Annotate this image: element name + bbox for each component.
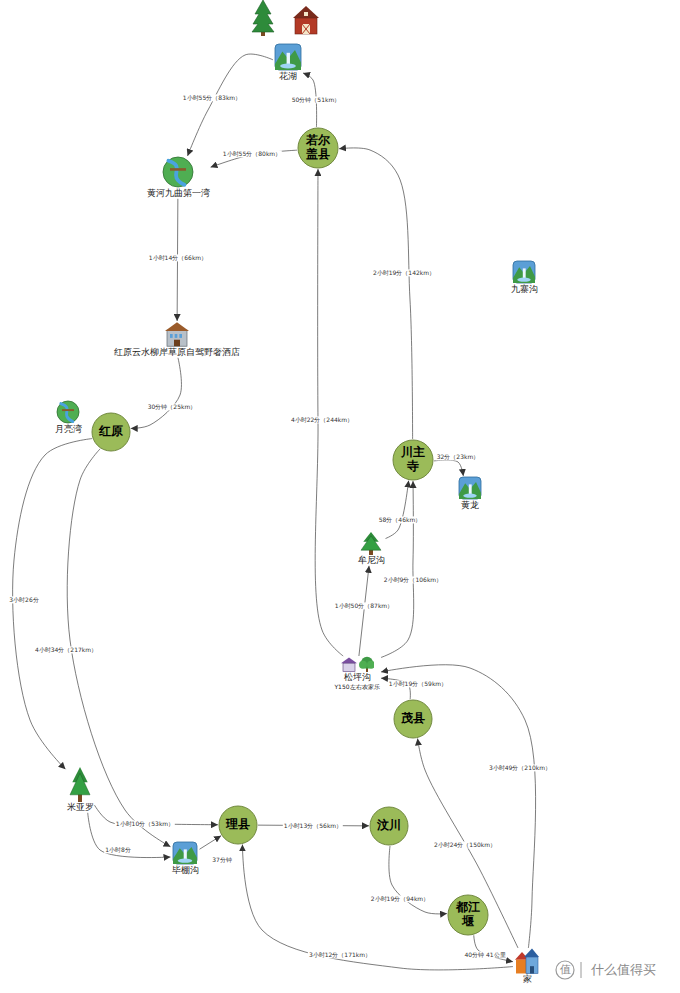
travel-time: 2小时19分（142km）: [372, 269, 436, 276]
travel-time: 4小时22分（244km）: [290, 416, 354, 423]
tree-icon: [69, 766, 91, 802]
place-name: 松坪沟: [344, 672, 371, 683]
travel-time: 2小时24分（150km）: [433, 841, 497, 848]
place-name: 家: [523, 974, 532, 985]
route-arrow: [434, 460, 463, 476]
place-marker: 花湖: [273, 43, 303, 82]
travel-time: 1小时13分（56km）: [283, 822, 343, 829]
house-icon: [340, 656, 374, 672]
place-marker: 黄河九曲第一湾: [146, 156, 211, 199]
travel-time: 2小时9分（106km）: [383, 576, 443, 583]
route-arrow: [386, 481, 409, 539]
tree-icon: [360, 531, 382, 555]
travel-time: 3小时12分（171km）: [308, 951, 372, 958]
town-circle: 红原: [91, 412, 131, 452]
place-name: 若尔盖县: [305, 134, 331, 162]
town-circle: 茂县: [393, 699, 433, 739]
route-arrow: [13, 439, 93, 770]
town-circle: 都江堰: [447, 894, 489, 936]
place-name: 花湖: [279, 71, 297, 82]
place-marker: 家: [513, 948, 541, 985]
travel-time: 1小时50分（87km）: [334, 602, 394, 609]
travel-time: 58分（46km）: [378, 516, 423, 523]
place-marker: 黄龙: [457, 476, 483, 511]
travel-time: 1小时8分: [104, 846, 132, 853]
route-arrow: [389, 846, 447, 914]
travel-time: 1小时19分（59km）: [388, 680, 448, 687]
travel-time: 37分钟: [211, 856, 233, 863]
place-name: 米亚罗: [67, 802, 94, 813]
place-name: 九寨沟: [511, 284, 538, 295]
route-arrow: [188, 54, 273, 156]
travel-time: 1小时14分（66km）: [148, 254, 208, 261]
route-arrow: [381, 665, 536, 948]
place-name: 月亮湾: [55, 424, 82, 435]
travel-time: 3小时49分（210km）: [488, 764, 552, 771]
place-note: Y150左右农家乐: [334, 683, 379, 690]
place-marker: 毕棚沟: [171, 841, 200, 876]
place-name: 牟尼沟: [358, 555, 385, 566]
town-circle: 理县: [218, 805, 258, 845]
travel-time: 50分钟（51km）: [291, 96, 342, 103]
travel-time: 40分钟 41公里: [463, 951, 506, 958]
watermark: 什么值得买: [591, 963, 656, 977]
barn-icon: [293, 6, 319, 34]
travel-time: 1小时10分（53km）: [115, 820, 175, 827]
river-icon: [56, 400, 80, 424]
travel-time: 30分钟（25km）: [147, 403, 198, 410]
place-name: 红原云水柳岸草原自驾野奢酒店: [114, 347, 240, 358]
town-circle: 若尔盖县: [297, 127, 339, 169]
watermark: 值: [560, 964, 571, 976]
lake-icon: [458, 476, 482, 500]
watermark-mark: [556, 961, 581, 979]
route-arrow: [211, 150, 298, 167]
route-arrow: [359, 566, 369, 656]
tree-icon: [252, 0, 274, 36]
place-marker: 九寨沟: [510, 260, 539, 295]
building-icon: [164, 321, 190, 347]
travel-time: 1小时55分（83km）: [182, 94, 242, 101]
town-circle: 汶川: [369, 806, 409, 846]
lake-icon: [512, 260, 536, 284]
route-arrow: [381, 481, 414, 657]
travel-time: 2小时19分（94km）: [370, 895, 430, 902]
place-marker: 月亮湾: [54, 400, 83, 435]
lake-icon: [274, 43, 302, 71]
home-icon: [514, 948, 540, 974]
travel-time: 1小时55分（80km）: [222, 150, 282, 157]
place-name: 黄河九曲第一湾: [147, 188, 210, 199]
route-arrow: [339, 148, 413, 439]
travel-time: 3小时26分: [8, 596, 39, 603]
place-name: 茂县: [401, 712, 425, 726]
town-circle: 川主寺: [392, 439, 434, 481]
place-name: 都江堰: [455, 901, 481, 929]
place-name: 汶川: [377, 819, 401, 833]
place-name: 理县: [226, 818, 250, 832]
place-name: 黄龙: [461, 500, 479, 511]
place-marker: 松坪沟Y150左右农家乐: [333, 656, 381, 690]
place-marker: 牟尼沟: [357, 531, 386, 566]
place-name: 川主寺: [400, 446, 426, 474]
route-arrow: [242, 844, 513, 969]
route-arrow: [200, 836, 222, 850]
place-marker: 红原云水柳岸草原自驾野奢酒店: [113, 321, 241, 358]
place-name: 红原: [99, 425, 123, 439]
lake-icon: [172, 841, 198, 865]
route-arrow: [315, 169, 343, 656]
travel-time: 32分（23km）: [436, 453, 481, 460]
travel-time: 4小时34分（217km）: [34, 646, 98, 653]
route-arrow: [131, 358, 182, 429]
place-name: 毕棚沟: [172, 865, 199, 876]
place-marker: 米亚罗: [66, 766, 95, 813]
river-icon: [162, 156, 194, 188]
